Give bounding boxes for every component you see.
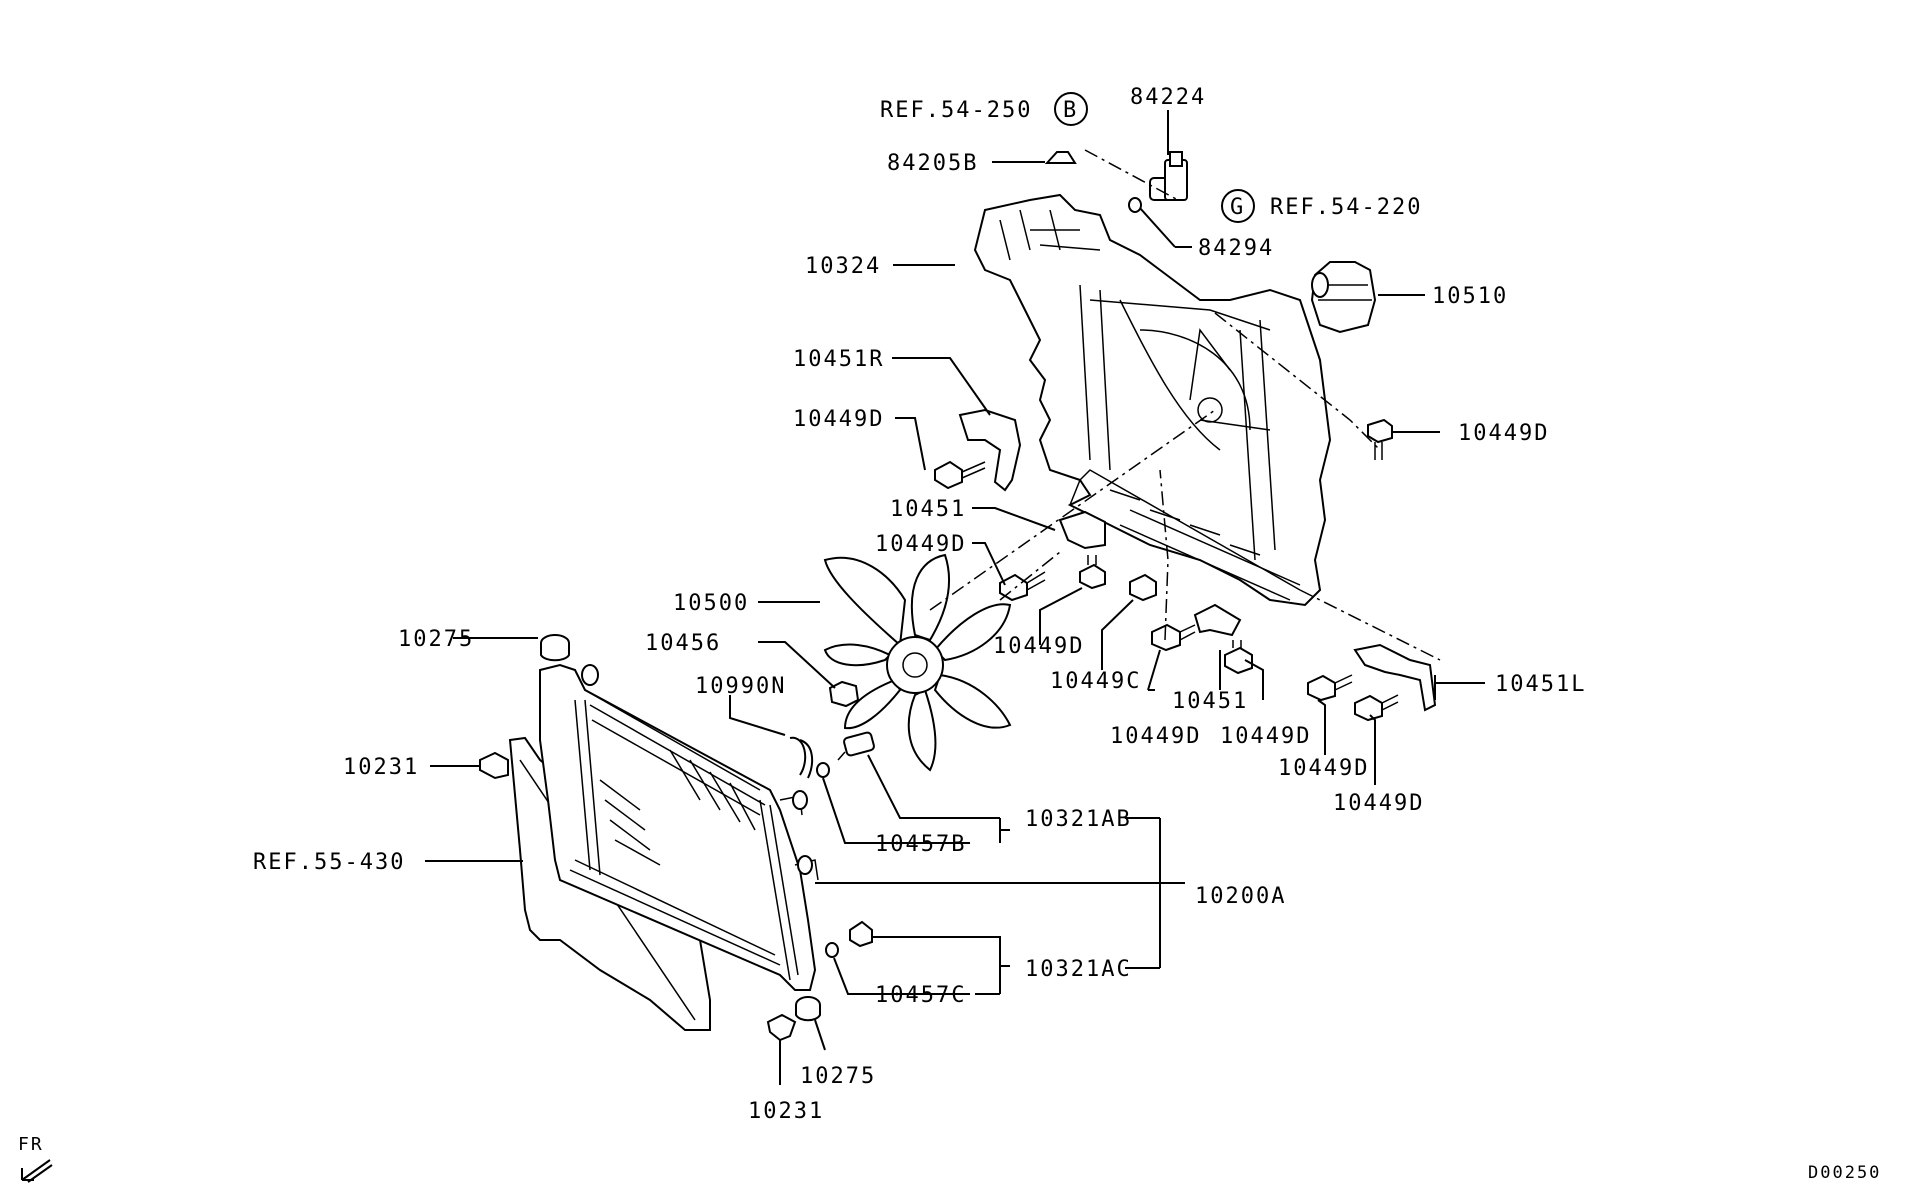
label-10449d-g: 10449D — [1278, 756, 1369, 781]
cap-10275 — [540, 634, 570, 662]
label-84205b: 84205B — [887, 151, 978, 176]
label-10449d-a: 10449D — [793, 407, 884, 432]
label-10449c: 10449C — [1050, 669, 1141, 694]
center-line — [999, 551, 1061, 601]
label-10449d-b: 10449D — [1458, 421, 1549, 446]
cushion-10275 — [795, 996, 821, 1022]
center-line — [1084, 149, 1179, 201]
label-10451-b: 10451 — [1172, 689, 1248, 714]
bolt-10449d — [1367, 418, 1393, 460]
cooling-fan — [823, 553, 1012, 772]
label-10449d-e: 10449D — [1110, 724, 1201, 749]
label-10449d-h: 10449D — [1333, 791, 1424, 816]
label-10457c: 10457C — [875, 983, 966, 1008]
bolt-10449d — [1079, 555, 1106, 590]
bolt-10449d — [934, 460, 986, 490]
label-10990n: 10990N — [695, 674, 786, 699]
label-84294: 84294 — [1198, 236, 1274, 261]
label-10231-b: 10231 — [748, 1099, 824, 1124]
circle-b — [1054, 92, 1088, 126]
label-10324: 10324 — [805, 254, 881, 279]
label-10457b: 10457B — [875, 832, 966, 857]
label-fr: FR — [18, 1134, 44, 1155]
diagram-code: D00250 — [1808, 1163, 1881, 1183]
label-10321ab: 10321AB — [1025, 807, 1132, 832]
hose-10990n — [789, 736, 814, 779]
connector-84224 — [1149, 151, 1188, 201]
label-ref-55-430: REF.55-430 — [253, 850, 405, 875]
label-10451l: 10451L — [1495, 672, 1586, 697]
label-10449d-d: 10449D — [993, 634, 1084, 659]
bolt-10449d — [1307, 674, 1353, 702]
leader-lines — [425, 110, 1485, 1085]
label-10449d-f: 10449D — [1220, 724, 1311, 749]
label-circle-g: G — [1230, 195, 1243, 220]
cap-84205b — [1044, 151, 1077, 164]
label-circle-b: B — [1063, 98, 1076, 123]
front-arrow-icon — [21, 1159, 53, 1183]
fan-shroud — [973, 193, 1332, 607]
label-10275-a: 10275 — [398, 627, 474, 652]
bracket-10231 — [766, 1013, 797, 1042]
label-10451r: 10451R — [793, 347, 884, 372]
circle-g — [1221, 189, 1255, 223]
center-line — [929, 409, 1216, 611]
label-ref-54-220: REF.54-220 — [1270, 195, 1422, 220]
label-10449d-c: 10449D — [875, 532, 966, 557]
label-84224: 84224 — [1130, 85, 1206, 110]
bolt-10449d — [1224, 640, 1253, 675]
bracket-10451 — [1193, 603, 1242, 637]
bolt-10449d — [1354, 694, 1399, 722]
bracket-10451r — [958, 408, 1022, 492]
switch-10321ac — [825, 920, 873, 958]
fan-motor — [1310, 261, 1377, 334]
bolt-10449c — [1151, 623, 1196, 652]
label-ref-54-250: REF.54-250 — [880, 98, 1032, 123]
label-10456: 10456 — [645, 631, 721, 656]
label-10231-a: 10231 — [343, 755, 419, 780]
center-line — [1214, 312, 1379, 449]
bolt-10449d — [999, 571, 1046, 602]
center-line — [1159, 469, 1169, 641]
switch-10321ab — [816, 731, 875, 778]
bracket-10451 — [1058, 510, 1106, 550]
label-10321ac: 10321AC — [1025, 957, 1132, 982]
nut-10456 — [828, 680, 860, 708]
label-10200a: 10200A — [1195, 884, 1286, 909]
radiator — [539, 663, 819, 991]
o-ring-84294 — [1128, 197, 1142, 213]
label-10451-a: 10451 — [890, 497, 966, 522]
bolt-10449c — [1129, 573, 1157, 602]
bracket-10231 — [479, 751, 509, 780]
label-10510: 10510 — [1432, 284, 1508, 309]
label-10500: 10500 — [673, 591, 749, 616]
label-10275-b: 10275 — [800, 1064, 876, 1089]
bracket-10451l — [1353, 643, 1437, 712]
